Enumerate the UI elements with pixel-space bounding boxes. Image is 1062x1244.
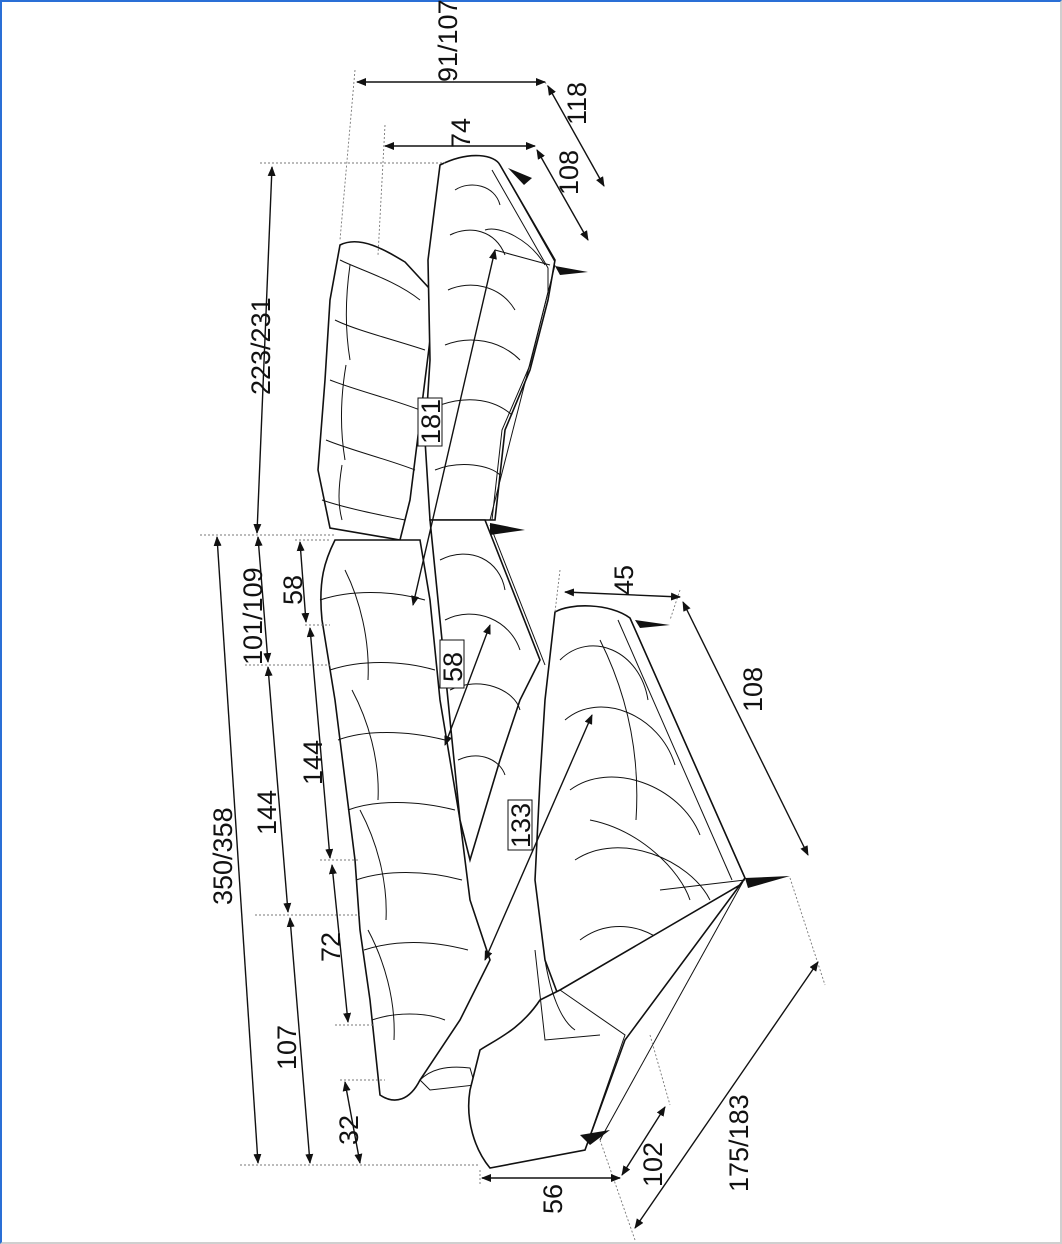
sofa-outline — [317, 154, 790, 1169]
dim-118: 118 — [562, 82, 592, 125]
dim-101-109: 101/109 — [238, 567, 268, 665]
dim-32: 32 — [334, 1115, 364, 1145]
dim-108-chaise: 108 — [738, 667, 768, 712]
dim-144-outer: 144 — [252, 790, 282, 835]
dim-175-183: 175/183 — [724, 1094, 754, 1192]
dim-58-inner: 58 — [438, 652, 468, 682]
dimension-labels: 350/358 101/109 144 107 32 58 144 72 223… — [208, 0, 768, 1214]
dim-133: 133 — [506, 803, 536, 848]
dim-144-inner: 144 — [298, 740, 328, 785]
dim-223-231: 223/231 — [246, 297, 276, 395]
dim-102: 102 — [638, 1142, 668, 1187]
dim-58-back: 58 — [278, 575, 308, 605]
dim-181: 181 — [416, 399, 446, 444]
dim-45: 45 — [609, 565, 639, 595]
dim-350-358: 350/358 — [208, 807, 238, 905]
dim-108-top: 108 — [554, 150, 584, 195]
dim-56: 56 — [538, 1184, 568, 1214]
dimension-lines — [213, 78, 819, 1229]
dim-91-107: 91/107 — [433, 0, 463, 82]
dim-74: 74 — [446, 118, 476, 148]
dim-72: 72 — [316, 932, 346, 962]
dim-107: 107 — [272, 1025, 302, 1070]
